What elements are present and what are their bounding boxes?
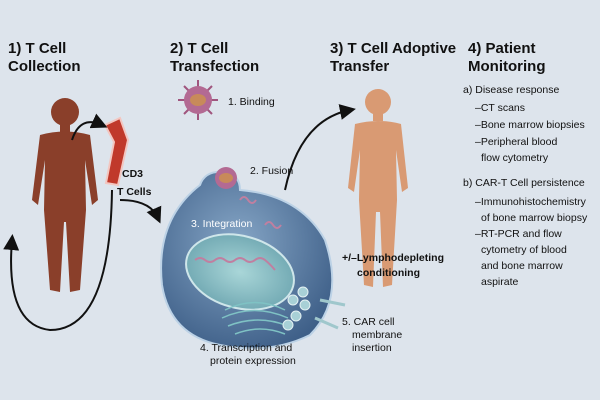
arrow-to-vessel <box>71 113 108 141</box>
monitoring-item: cytometry of blood <box>481 244 567 256</box>
step-2-line1: 2) T Cell <box>170 40 229 57</box>
arrow-return <box>3 189 113 332</box>
step-4-line1: 4) Patient <box>468 40 536 57</box>
step-1-line2: Collection <box>8 58 81 75</box>
disease-response-title: a) Disease response <box>463 84 560 96</box>
step-4-line2: Monitoring <box>468 58 546 75</box>
patient-figure <box>32 98 98 292</box>
step-2-line2: Transfection <box>170 58 260 75</box>
monitoring-item: –Bone marrow biopsies <box>475 119 585 131</box>
monitoring-item: and bone marrow <box>481 260 563 272</box>
monitoring-item: of bone marrow biopsy <box>481 212 588 224</box>
tcells-label: T Cells <box>117 186 152 198</box>
arrow-to-transfer <box>284 104 356 191</box>
lympho-label-1: +/–Lymphodepleting <box>342 252 444 264</box>
step-3-line2: Transfer <box>330 58 390 75</box>
blood-vessel-icon <box>103 116 130 187</box>
insertion-label-3: insertion <box>352 342 392 354</box>
fusion-label: 2. Fusion <box>250 165 294 177</box>
recipient-figure <box>348 89 408 287</box>
monitoring-item: –RT-PCR and flow <box>475 228 562 240</box>
monitoring-item: aspirate <box>481 276 519 288</box>
binding-label: 1. Binding <box>228 96 275 108</box>
transcription-label-2: protein expression <box>210 355 296 367</box>
virus-icon <box>178 80 218 120</box>
virus-fusion-icon <box>215 167 237 189</box>
rna-strand <box>239 196 282 229</box>
monitoring-item: –CT scans <box>475 102 525 114</box>
vesicles <box>282 286 311 331</box>
lympho-label-2: conditioning <box>357 267 420 279</box>
monitoring-item: –Peripheral blood <box>475 136 558 148</box>
dna-strand <box>194 257 276 271</box>
insertion-label-2: membrane <box>352 329 403 341</box>
persistence-title: b) CAR-T Cell persistence <box>463 177 585 189</box>
integration-label: 3. Integration <box>191 218 253 230</box>
monitoring-item: flow cytometry <box>481 152 549 164</box>
monitoring-item: –Immunohistochemistry <box>475 196 586 208</box>
step-1-line1: 1) T Cell <box>8 40 67 57</box>
transcription-label-1: 4. Transcription and <box>200 342 293 354</box>
arrow-to-cell <box>119 199 162 224</box>
step-3-line1: 3) T Cell Adoptive <box>330 40 457 57</box>
car-receptor-icon <box>314 298 346 330</box>
insertion-label-1: 5. CAR cell <box>342 316 395 328</box>
cd3-label: CD3 <box>122 168 144 180</box>
